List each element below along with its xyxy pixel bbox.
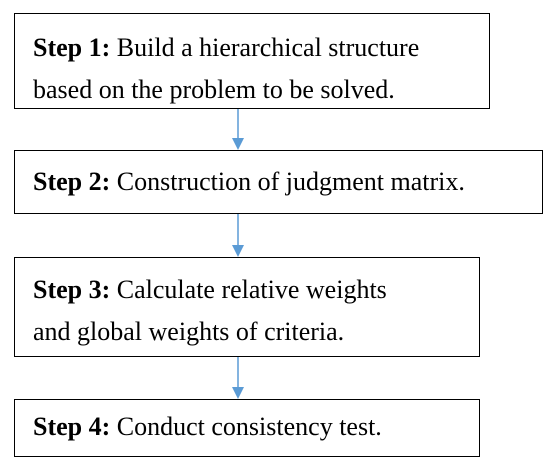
step-2-label: Step 2:	[33, 167, 111, 196]
step-2-text-1: Construction of judgment matrix.	[110, 167, 465, 196]
step-4-label: Step 4:	[33, 412, 111, 441]
step-4-box: Step 4: Conduct consistency test.	[14, 399, 480, 457]
step-1-box: Step 1: Build a hierarchical structure b…	[14, 13, 490, 109]
step-1-line-1: Step 1: Build a hierarchical structure	[33, 27, 489, 69]
step-4-text-1: Conduct consistency test.	[110, 412, 382, 441]
step-1-label: Step 1:	[33, 33, 111, 62]
step-3-label: Step 3:	[33, 275, 111, 304]
arrow-head	[232, 138, 244, 150]
step-4-line-1: Step 4: Conduct consistency test.	[33, 406, 479, 448]
step-2-box: Step 2: Construction of judgment matrix.	[14, 150, 543, 214]
arrow-step-2-to-3	[230, 214, 246, 257]
step-1-text-1: Build a hierarchical structure	[110, 33, 420, 62]
step-3-box: Step 3: Calculate relative weights and g…	[14, 257, 480, 357]
step-3-text-1: Calculate relative weights	[110, 275, 387, 304]
arrow-head	[232, 387, 244, 399]
arrow-step-1-to-2	[230, 109, 246, 150]
arrow-down-icon	[232, 109, 244, 150]
step-1-text-2: based on the problem to be solved.	[33, 75, 395, 104]
arrow-down-icon	[232, 357, 244, 399]
arrow-step-3-to-4	[230, 357, 246, 399]
arrow-down-icon	[232, 214, 244, 257]
step-3-line-1: Step 3: Calculate relative weights	[33, 269, 479, 311]
arrow-head	[232, 245, 244, 257]
step-2-line-1: Step 2: Construction of judgment matrix.	[33, 161, 542, 203]
step-3-text-2: and global weights of criteria.	[33, 317, 345, 346]
